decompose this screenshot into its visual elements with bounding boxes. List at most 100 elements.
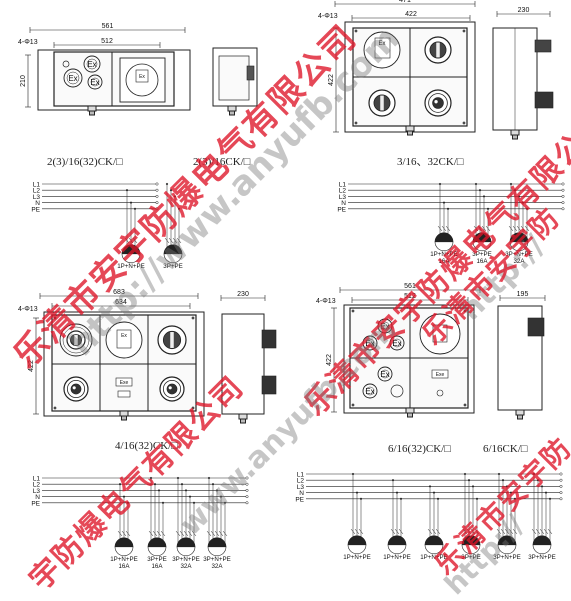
enclosure-screw [351, 309, 355, 313]
exe-label: Exe [120, 380, 129, 386]
circuit-top-left-breaker [176, 237, 182, 244]
switch-top-right-handle [436, 42, 440, 58]
circuit-top-right-breaker [516, 225, 522, 232]
socket-bottom-right-core [166, 383, 178, 395]
circuit-bottom-right-line-label: N [299, 490, 304, 497]
circuit-bottom-right-socket-base [497, 544, 517, 555]
circuit-top-left-line-label: L2 [33, 188, 41, 195]
caption-4-16-32ck: 4/16(32)CK/□ [115, 440, 178, 452]
dim-inner-value: 422 [405, 11, 417, 18]
ex-marker-2-inner [365, 338, 375, 348]
circuit-top-right-line-label: L2 [339, 188, 347, 195]
terminal-knob [436, 389, 444, 397]
side-gland [515, 409, 525, 416]
panel-bottom-left: 4-Φ13683634422230ExExExeL1L2L3NPE1P+N+PE… [18, 289, 277, 570]
circuit-bottom-left-breaker [117, 530, 123, 537]
circuit-top-right-socket-base [434, 241, 454, 252]
circuit-bottom-left-socket-label: 1P+N+PE [110, 556, 138, 563]
circuit-bottom-right-breaker [390, 528, 396, 535]
circuit-bottom-left-breaker [183, 530, 189, 537]
cable-gland-bottom-nut [89, 110, 95, 116]
terminal-block [117, 390, 131, 398]
enclosure-screw [354, 121, 358, 125]
circuit-top-right-breaker [520, 225, 526, 232]
circuit-bottom-left-socket-dome [147, 537, 167, 548]
circuit-top-right-bus-end [561, 182, 565, 186]
enclosure-screw [462, 29, 466, 33]
circuit-bottom-left-socket-label: 32A [180, 563, 192, 570]
circuit-bottom-right-socket-label: 3P+N+PE [528, 554, 556, 561]
circuit-bottom-left-breaker [175, 530, 181, 537]
circuit-bottom-left-socket-label: 3P+N+PE [172, 556, 200, 563]
circuit-top-right-breaker [485, 225, 491, 232]
enclosure-screw [191, 406, 195, 410]
cable-gland-bottom [87, 105, 97, 112]
cable-gland-nut [407, 130, 413, 136]
circuit-bottom-right-bus-end [559, 472, 563, 476]
side-switch [261, 329, 277, 349]
ex-marker-right-inner [90, 77, 100, 87]
ex-nameplate [432, 324, 448, 343]
circuit-bottom-right-breaker [535, 528, 541, 535]
circuit-top-right-socket-dome [509, 232, 529, 243]
ex-marker-top [83, 55, 101, 73]
caption-6-16-32ck: 6/16(32)CK/□ [388, 443, 451, 455]
circuit-bottom-left-socket-dome [176, 537, 196, 548]
circuit-bottom-right-socket-label: 1P+N+PE [420, 554, 448, 561]
dim-side-value: 195 [517, 291, 529, 298]
circuit-top-right-bus-end [561, 201, 565, 205]
circuit-top-right-breaker [512, 225, 518, 232]
caption-2-3-16-32ck: 2(3)/16(32)CK/□ [47, 156, 123, 168]
circuit-bottom-right-socket-dome [347, 535, 367, 546]
side-switch [527, 317, 545, 337]
circuit-bottom-left-line-label: L1 [33, 476, 41, 483]
circuit-bottom-right-socket-base [461, 544, 481, 555]
ex-nameplate [116, 329, 132, 349]
ex-marker-left [63, 68, 83, 88]
circuit-bottom-right-socket-label: 1P+N+PE [343, 554, 371, 561]
hole-spec: 4-Φ13 [18, 39, 38, 46]
circuit-top-right-socket-label: 32A [513, 258, 525, 265]
circuit-bottom-right-bus-end [559, 484, 563, 488]
ex-marker-1-inner [380, 321, 390, 331]
circuit-bottom-left-breaker [218, 530, 224, 537]
circuit-bottom-right-bus-end [559, 478, 563, 482]
circuit-bottom-left-breaker [179, 530, 185, 537]
circuit-top-right-breaker [508, 225, 514, 232]
dim-inner-value: 634 [115, 299, 127, 306]
circuit-top-left-socket-label: 3P+PE [163, 263, 182, 270]
ex-marker-right-text: Ex [90, 78, 99, 87]
side-gland [238, 413, 248, 420]
circuit-top-left-bus-end [155, 188, 159, 192]
circuit-bottom-right-breaker [504, 528, 510, 535]
circuit-bottom-right-socket-dome [461, 535, 481, 546]
circuit-bottom-left-breaker [214, 530, 220, 537]
cable-gland [405, 125, 415, 132]
ex-mark: Ex [139, 74, 145, 80]
side-gland-nut [517, 414, 523, 420]
circuit-top-right-breaker [473, 225, 479, 232]
circuit-top-right-socket-label: 3P+N+PE [505, 251, 533, 258]
circuit-top-left-breaker [132, 237, 138, 244]
circuit-bottom-left-bus-end [245, 501, 249, 505]
dim-inner-value: 512 [404, 293, 416, 300]
side-gland-nut [240, 418, 246, 424]
caption-2-3-16ck: 2(3)/16CK/□ [193, 156, 251, 168]
ex-marker-top-inner [86, 58, 98, 70]
enclosure-screw [191, 316, 195, 320]
circuit-top-right-socket-base [472, 241, 492, 252]
circuit-top-left-bus-end [155, 207, 159, 211]
circuit-top-left-breaker [164, 237, 170, 244]
hole-spec: 4-Φ13 [318, 13, 338, 20]
ex-label: Ex [378, 41, 385, 47]
circuit-bottom-right-line-label: L3 [297, 484, 305, 491]
side-socket [261, 375, 277, 395]
dim-outer-value: 561 [102, 23, 114, 30]
socket-bottom-right-pin [168, 386, 172, 390]
circuit-top-right-socket-dome [434, 232, 454, 243]
enclosure-screw [53, 316, 57, 320]
circuit-top-right-breaker [441, 225, 447, 232]
circuit-bottom-right-breaker [358, 528, 364, 535]
indicator-light [390, 384, 404, 398]
circuit-bottom-left-breaker [152, 530, 158, 537]
